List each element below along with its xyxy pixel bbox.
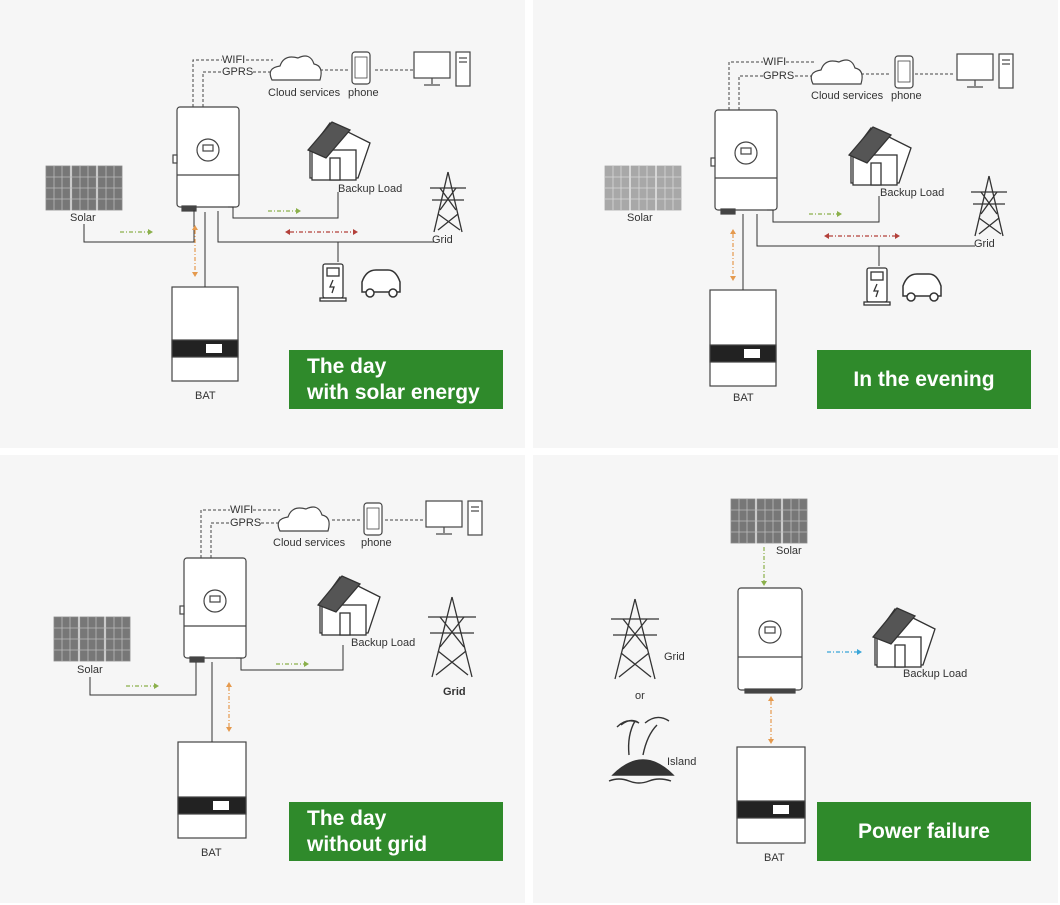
banner-line-1: The day: [307, 806, 387, 830]
diagram-day-no-grid: [53, 500, 483, 839]
bat-label: BAT: [195, 390, 216, 402]
backup-load-label: Backup Load: [351, 637, 416, 649]
diagram-day-solar: [45, 51, 471, 382]
backup-load-label: Backup Load: [903, 668, 968, 680]
solar-label: Solar: [77, 664, 103, 676]
solar-label: Solar: [627, 212, 653, 224]
panel-day-solar: WIFI GPRS Cloud services phone Solar Bac…: [0, 0, 525, 448]
house-icon: [306, 121, 371, 181]
cloud-label: Cloud services: [268, 87, 341, 99]
gprs-label: GPRS: [222, 66, 254, 78]
inverter-icon: [710, 109, 778, 215]
solar-label: Solar: [776, 545, 802, 557]
computer-icon: [425, 500, 483, 536]
grid-label: Grid: [443, 686, 466, 698]
wifi-label: WIFI: [230, 504, 254, 516]
house-icon: [316, 575, 381, 636]
battery-icon: [177, 741, 247, 839]
solar-panel-icon: [45, 165, 123, 211]
battery-icon: [736, 746, 806, 844]
or-label: or: [635, 690, 645, 702]
backup-load-label: Backup Load: [338, 183, 403, 195]
grid-label: Grid: [432, 234, 453, 246]
battery-icon: [709, 289, 777, 387]
banner-text: In the evening: [853, 367, 995, 391]
phone-label: phone: [891, 90, 922, 102]
bat-label: BAT: [733, 392, 754, 404]
car-icon: [902, 273, 942, 302]
grid-label: Grid: [974, 238, 995, 250]
phone-icon: [351, 51, 371, 85]
cloud-label: Cloud services: [273, 537, 346, 549]
ev-charger-icon: [319, 263, 347, 302]
banner-day-solar: The day with solar energy: [289, 350, 503, 409]
diagram-power-failure: [608, 498, 936, 844]
solar-panel-icon: [730, 498, 808, 544]
inverter-icon: [179, 557, 247, 663]
banner-line-2: with solar energy: [307, 380, 480, 404]
island-icon: [608, 716, 675, 784]
solar-panel-icon: [53, 616, 131, 662]
phone-icon: [894, 55, 914, 89]
panel-evening: WIFI GPRS Cloud services phone Solar Bac…: [533, 0, 1058, 448]
inverter-icon: [737, 587, 803, 694]
power-tower-icon: [428, 596, 476, 678]
panel-power-failure: Solar Grid or Island Backup Load BAT Pow…: [533, 455, 1058, 903]
solar-panel-icon: [604, 165, 682, 211]
battery-icon: [171, 286, 239, 382]
grid-label: Grid: [664, 651, 685, 663]
phone-label: phone: [348, 87, 379, 99]
banner-line-2: without grid: [307, 832, 428, 856]
computer-icon: [413, 51, 471, 87]
banner-day-no-grid: The day without grid: [289, 802, 503, 861]
gprs-label: GPRS: [230, 517, 262, 529]
banner-power-failure: Power failure: [817, 802, 1031, 861]
inverter-icon: [172, 106, 240, 212]
banner-evening: In the evening: [817, 350, 1031, 409]
wifi-label: WIFI: [763, 56, 787, 68]
cloud-icon: [277, 506, 330, 532]
power-tower-icon: [611, 598, 659, 680]
panel-day-no-grid: WIFI GPRS Cloud services phone Solar Bac…: [0, 455, 525, 903]
house-icon: [871, 607, 936, 668]
power-tower-icon: [971, 175, 1007, 237]
bat-label: BAT: [764, 852, 785, 864]
power-tower-icon: [430, 171, 466, 233]
cloud-icon: [269, 55, 322, 81]
backup-load-label: Backup Load: [880, 187, 945, 199]
cloud-icon: [810, 59, 863, 85]
solar-label: Solar: [70, 212, 96, 224]
banner-text: Power failure: [858, 819, 990, 843]
cloud-label: Cloud services: [811, 90, 884, 102]
diagram-evening: [604, 53, 1014, 387]
ev-charger-icon: [863, 267, 891, 306]
gprs-label: GPRS: [763, 70, 795, 82]
car-icon: [361, 269, 401, 298]
wifi-label: WIFI: [222, 54, 246, 66]
computer-icon: [956, 53, 1014, 89]
bat-label: BAT: [201, 847, 222, 859]
house-icon: [847, 126, 912, 186]
phone-icon: [363, 502, 383, 536]
island-label: Island: [667, 756, 697, 768]
phone-label: phone: [361, 537, 392, 549]
banner-line-1: The day: [307, 354, 387, 378]
